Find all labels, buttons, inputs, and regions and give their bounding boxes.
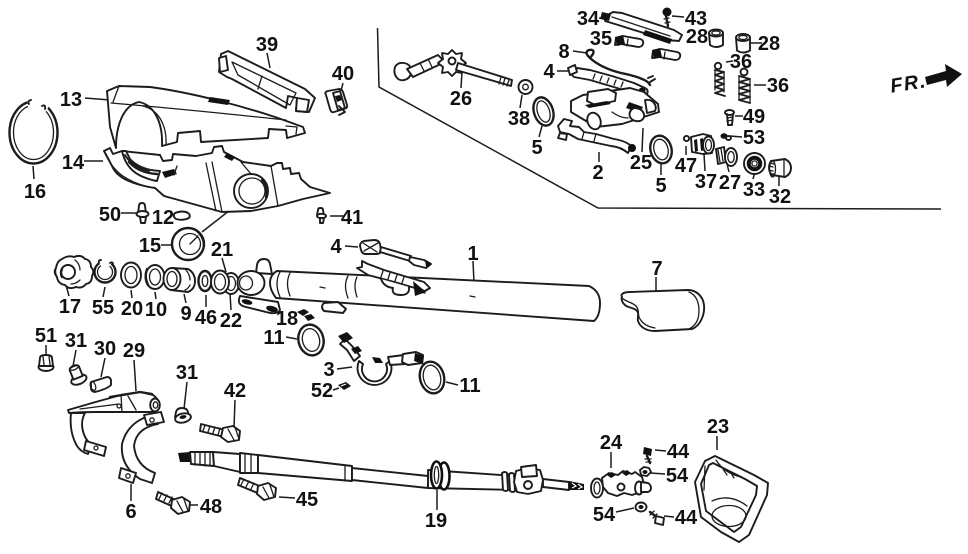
- svg-text:53: 53: [743, 127, 765, 149]
- svg-text:50: 50: [99, 204, 121, 226]
- svg-text:44: 44: [667, 441, 690, 463]
- svg-text:10: 10: [145, 299, 167, 321]
- svg-text:6: 6: [125, 501, 136, 523]
- svg-text:49: 49: [743, 106, 765, 128]
- svg-text:4: 4: [543, 61, 555, 83]
- svg-text:43: 43: [685, 8, 707, 30]
- svg-text:54: 54: [593, 504, 616, 526]
- svg-text:54: 54: [666, 465, 689, 487]
- svg-text:30: 30: [94, 338, 116, 360]
- svg-text:3: 3: [323, 359, 334, 381]
- svg-text:47: 47: [675, 155, 697, 177]
- svg-text:37: 37: [695, 171, 717, 193]
- svg-text:27: 27: [719, 172, 741, 194]
- svg-text:5: 5: [531, 137, 542, 159]
- svg-text:55: 55: [92, 297, 114, 319]
- svg-text:17: 17: [59, 296, 81, 318]
- svg-text:24: 24: [600, 432, 623, 454]
- svg-text:13: 13: [60, 89, 82, 111]
- svg-text:34: 34: [577, 8, 600, 30]
- svg-text:26: 26: [450, 88, 472, 110]
- svg-text:33: 33: [743, 179, 765, 201]
- svg-text:48: 48: [200, 496, 222, 518]
- svg-text:31: 31: [65, 330, 87, 352]
- svg-text:36: 36: [767, 75, 789, 97]
- svg-text:15: 15: [139, 235, 161, 257]
- svg-text:22: 22: [220, 310, 242, 332]
- svg-text:18: 18: [276, 308, 298, 330]
- svg-text:39: 39: [256, 34, 278, 56]
- svg-text:44: 44: [675, 507, 698, 529]
- svg-text:4: 4: [330, 236, 342, 258]
- svg-text:42: 42: [224, 380, 246, 402]
- svg-text:28: 28: [758, 33, 780, 55]
- svg-text:20: 20: [121, 298, 143, 320]
- svg-text:7: 7: [651, 258, 662, 280]
- svg-text:9: 9: [180, 303, 191, 325]
- svg-text:52: 52: [311, 380, 333, 402]
- svg-text:35: 35: [590, 28, 612, 50]
- svg-text:28: 28: [686, 26, 708, 48]
- svg-text:25: 25: [630, 152, 652, 174]
- svg-text:1: 1: [467, 243, 478, 265]
- svg-text:32: 32: [769, 186, 791, 208]
- svg-text:41: 41: [341, 207, 363, 229]
- svg-text:2: 2: [592, 162, 603, 184]
- svg-text:11: 11: [263, 327, 284, 349]
- svg-text:46: 46: [195, 307, 217, 329]
- svg-text:11: 11: [459, 375, 480, 397]
- svg-text:8: 8: [558, 41, 569, 63]
- svg-text:45: 45: [296, 489, 318, 511]
- svg-text:5: 5: [655, 175, 666, 197]
- svg-text:16: 16: [24, 181, 46, 203]
- svg-text:19: 19: [425, 510, 447, 532]
- svg-text:29: 29: [123, 340, 145, 362]
- svg-text:51: 51: [35, 325, 57, 347]
- svg-text:23: 23: [707, 416, 729, 438]
- svg-text:14: 14: [62, 152, 85, 174]
- svg-text:40: 40: [332, 63, 354, 85]
- svg-text:31: 31: [176, 362, 198, 384]
- svg-text:21: 21: [211, 239, 233, 261]
- svg-text:38: 38: [508, 108, 530, 130]
- svg-text:12: 12: [152, 207, 174, 229]
- svg-text:36: 36: [730, 51, 752, 73]
